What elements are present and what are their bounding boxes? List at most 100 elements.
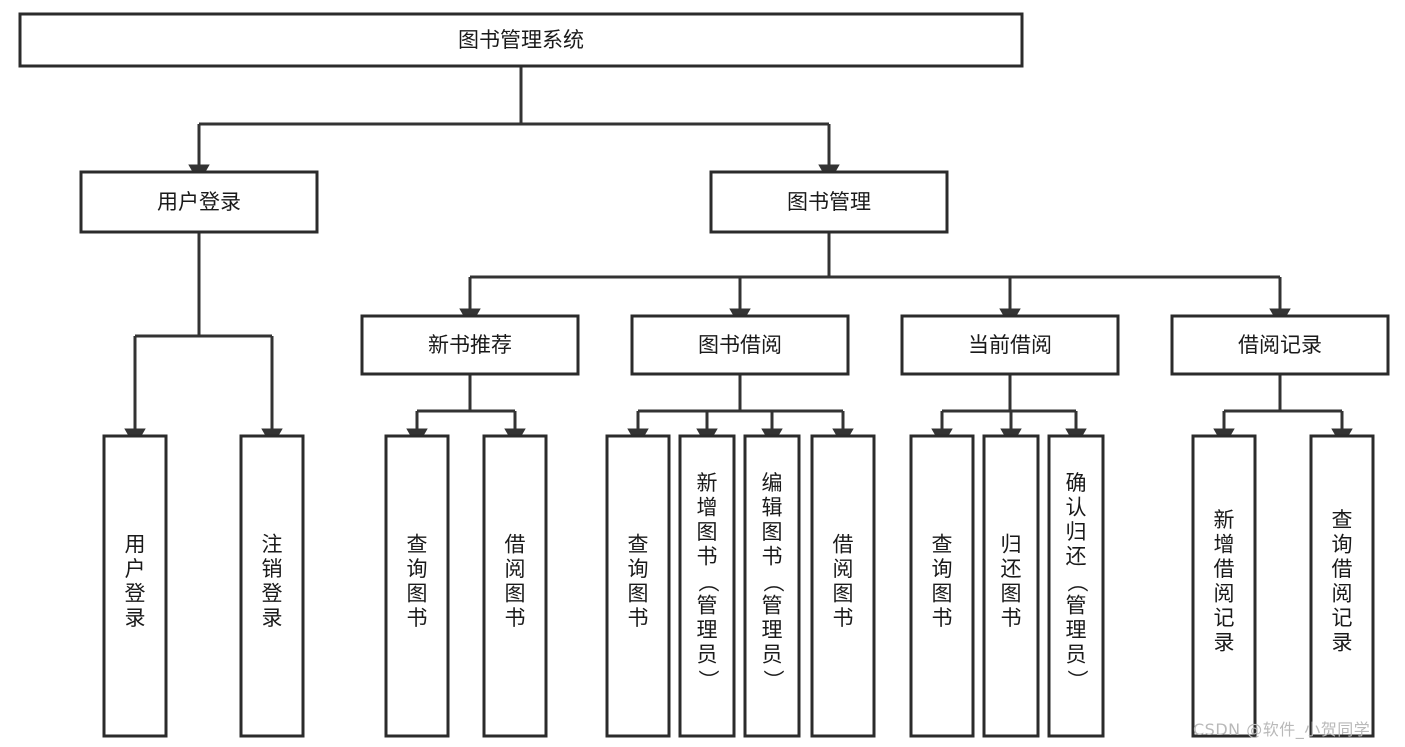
node-box-book-borrow[interactable] <box>630 314 850 376</box>
svg-text:书: 书 <box>762 545 783 569</box>
svg-text:图: 图 <box>697 520 718 544</box>
svg-text:录: 录 <box>1214 630 1235 654</box>
svg-text:阅: 阅 <box>1332 581 1353 605</box>
svg-text:（: （ <box>761 572 785 593</box>
svg-text:书: 书 <box>833 606 854 630</box>
svg-text:销: 销 <box>262 557 283 581</box>
node-label-book-borrow: 图书借阅 <box>698 333 782 357</box>
svg-text:还: 还 <box>1001 557 1022 581</box>
svg-text:户: 户 <box>125 557 146 581</box>
svg-text:）: ） <box>761 670 785 691</box>
node-box-user-login[interactable] <box>79 170 319 234</box>
svg-text:查: 查 <box>932 532 953 556</box>
node-box-leaf-query-book-rec[interactable] <box>384 434 450 738</box>
svg-text:图: 图 <box>833 581 854 605</box>
svg-text:图: 图 <box>628 581 649 605</box>
svg-text:理: 理 <box>697 618 718 642</box>
svg-text:员: 员 <box>1066 643 1087 667</box>
svg-text:图: 图 <box>505 581 526 605</box>
svg-text:录: 录 <box>262 606 283 630</box>
svg-text:管: 管 <box>1066 594 1087 618</box>
svg-text:新: 新 <box>697 471 718 495</box>
svg-text:图: 图 <box>932 581 953 605</box>
node-box-leaf-user-logout[interactable] <box>239 434 305 738</box>
node-box-book-management[interactable] <box>709 170 949 234</box>
svg-text:归: 归 <box>1001 532 1022 556</box>
svg-text:增: 增 <box>697 496 718 520</box>
svg-text:辑: 辑 <box>762 496 783 520</box>
svg-text:阅: 阅 <box>1214 581 1235 605</box>
svg-text:管: 管 <box>697 594 718 618</box>
node-box-leaf-confirm-return-admin[interactable] <box>1047 434 1105 738</box>
svg-text:记: 记 <box>1214 606 1235 630</box>
node-box-leaf-return-book[interactable] <box>982 434 1040 738</box>
svg-text:书: 书 <box>505 606 526 630</box>
svg-text:书: 书 <box>1001 606 1022 630</box>
svg-text:查: 查 <box>407 532 428 556</box>
svg-text:书: 书 <box>407 606 428 630</box>
svg-text:）: ） <box>696 670 720 691</box>
svg-text:登: 登 <box>125 581 146 605</box>
svg-text:询: 询 <box>407 557 428 581</box>
svg-text:借: 借 <box>1214 557 1235 581</box>
node-label-user-login: 用户登录 <box>157 190 241 214</box>
svg-text:新: 新 <box>1214 508 1235 532</box>
svg-text:员: 员 <box>697 643 718 667</box>
node-label-leaf-user-login: 用户登录 <box>125 532 146 630</box>
node-box-current-borrow[interactable] <box>900 314 1120 376</box>
node-box-leaf-user-login[interactable] <box>102 434 168 738</box>
svg-text:增: 增 <box>1214 532 1235 556</box>
svg-text:注: 注 <box>262 532 283 556</box>
node-label-layer: 图书管理系统用户登录图书管理新书推荐图书借阅当前借阅借阅记录用户登录注销登录查询… <box>125 28 1353 691</box>
svg-text:阅: 阅 <box>505 557 526 581</box>
svg-text:借: 借 <box>1332 557 1353 581</box>
svg-text:（: （ <box>696 572 720 593</box>
node-box-leaf-query-book-borrow[interactable] <box>605 434 671 738</box>
svg-text:借: 借 <box>505 532 526 556</box>
node-box-root[interactable] <box>18 12 1024 68</box>
svg-text:询: 询 <box>932 557 953 581</box>
svg-text:查: 查 <box>1332 508 1353 532</box>
node-box-leaf-query-borrow-record[interactable] <box>1309 434 1375 738</box>
svg-text:记: 记 <box>1332 606 1353 630</box>
node-label-book-management: 图书管理 <box>787 190 871 214</box>
svg-text:理: 理 <box>762 618 783 642</box>
svg-text:阅: 阅 <box>833 557 854 581</box>
svg-text:书: 书 <box>628 606 649 630</box>
node-box-new-book-recommend[interactable] <box>360 314 580 376</box>
svg-text:查: 查 <box>628 532 649 556</box>
svg-text:还: 还 <box>1066 545 1087 569</box>
node-box-leaf-query-book-cur[interactable] <box>909 434 975 738</box>
svg-text:图: 图 <box>407 581 428 605</box>
svg-text:图: 图 <box>762 520 783 544</box>
svg-text:询: 询 <box>1332 532 1353 556</box>
svg-text:认: 认 <box>1066 496 1087 520</box>
node-box-leaf-borrow-book[interactable] <box>810 434 876 738</box>
node-label-root: 图书管理系统 <box>458 28 584 52</box>
node-label-current-borrow: 当前借阅 <box>968 333 1052 357</box>
svg-text:询: 询 <box>628 557 649 581</box>
svg-text:理: 理 <box>1066 618 1087 642</box>
node-box-leaf-add-book-admin[interactable] <box>678 434 736 738</box>
node-box-borrow-record[interactable] <box>1170 314 1390 376</box>
svg-text:（: （ <box>1065 572 1089 593</box>
svg-text:编: 编 <box>762 471 783 495</box>
svg-text:归: 归 <box>1066 520 1087 544</box>
svg-text:书: 书 <box>697 545 718 569</box>
svg-text:书: 书 <box>932 606 953 630</box>
node-box-leaf-add-borrow-record[interactable] <box>1191 434 1257 738</box>
node-box-leaf-borrow-book-rec[interactable] <box>482 434 548 738</box>
node-box-leaf-edit-book-admin[interactable] <box>743 434 801 738</box>
